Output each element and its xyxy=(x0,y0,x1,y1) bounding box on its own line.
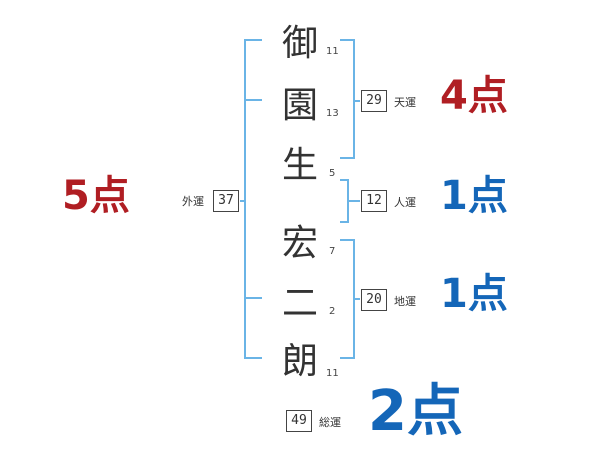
chiun-value-box: 20 xyxy=(361,289,387,311)
tenun-value-box: 29 xyxy=(361,90,387,112)
gaiun-value-box: 37 xyxy=(213,190,239,212)
tenun-score: 4点 xyxy=(440,76,508,116)
souun-label: 総運 xyxy=(319,416,341,429)
outer-bracket xyxy=(244,39,262,359)
chiun-score-unit: 点 xyxy=(467,271,508,317)
name-char-1: 御 xyxy=(281,23,318,64)
tenun-score-number: 4 xyxy=(440,73,468,119)
stroke-count-4: 7 xyxy=(329,246,336,257)
gaiun-label: 外運 xyxy=(182,195,204,208)
chiun-label: 地運 xyxy=(394,295,416,308)
name-char-4: 宏 xyxy=(281,223,318,264)
stroke-count-5: 2 xyxy=(329,306,336,317)
jinun-score: 1点 xyxy=(440,176,508,216)
tenun-score-unit: 点 xyxy=(467,73,508,119)
chiun-score-number: 1 xyxy=(440,271,468,317)
name-char-5: 二 xyxy=(281,283,318,324)
jinun-score-number: 1 xyxy=(440,173,468,219)
souun-score-unit: 点 xyxy=(406,379,463,444)
stroke-count-6: 11 xyxy=(326,368,339,379)
name-char-6: 朗 xyxy=(281,341,318,382)
jinun-score-unit: 点 xyxy=(467,173,508,219)
name-char-3: 生 xyxy=(281,145,318,186)
tenun-label: 天運 xyxy=(394,96,416,109)
souun-value-box: 49 xyxy=(286,410,312,432)
stroke-count-3: 5 xyxy=(329,168,336,179)
chiun-score: 1点 xyxy=(440,274,508,314)
stroke-count-1: 11 xyxy=(326,46,339,57)
gaiun-score-unit: 点 xyxy=(89,173,130,219)
chiun-bracket xyxy=(340,239,355,359)
stroke-count-2: 13 xyxy=(326,108,339,119)
name-char-2: 園 xyxy=(281,85,318,126)
souun-score-number: 2 xyxy=(368,379,407,444)
gaiun-score: 5点 xyxy=(62,176,130,216)
souun-score: 2点 xyxy=(368,384,463,440)
tenun-bracket xyxy=(340,39,355,159)
jinun-value-box: 12 xyxy=(361,190,387,212)
jinun-bracket xyxy=(340,179,349,223)
gaiun-score-number: 5 xyxy=(62,173,90,219)
jinun-label: 人運 xyxy=(394,196,416,209)
